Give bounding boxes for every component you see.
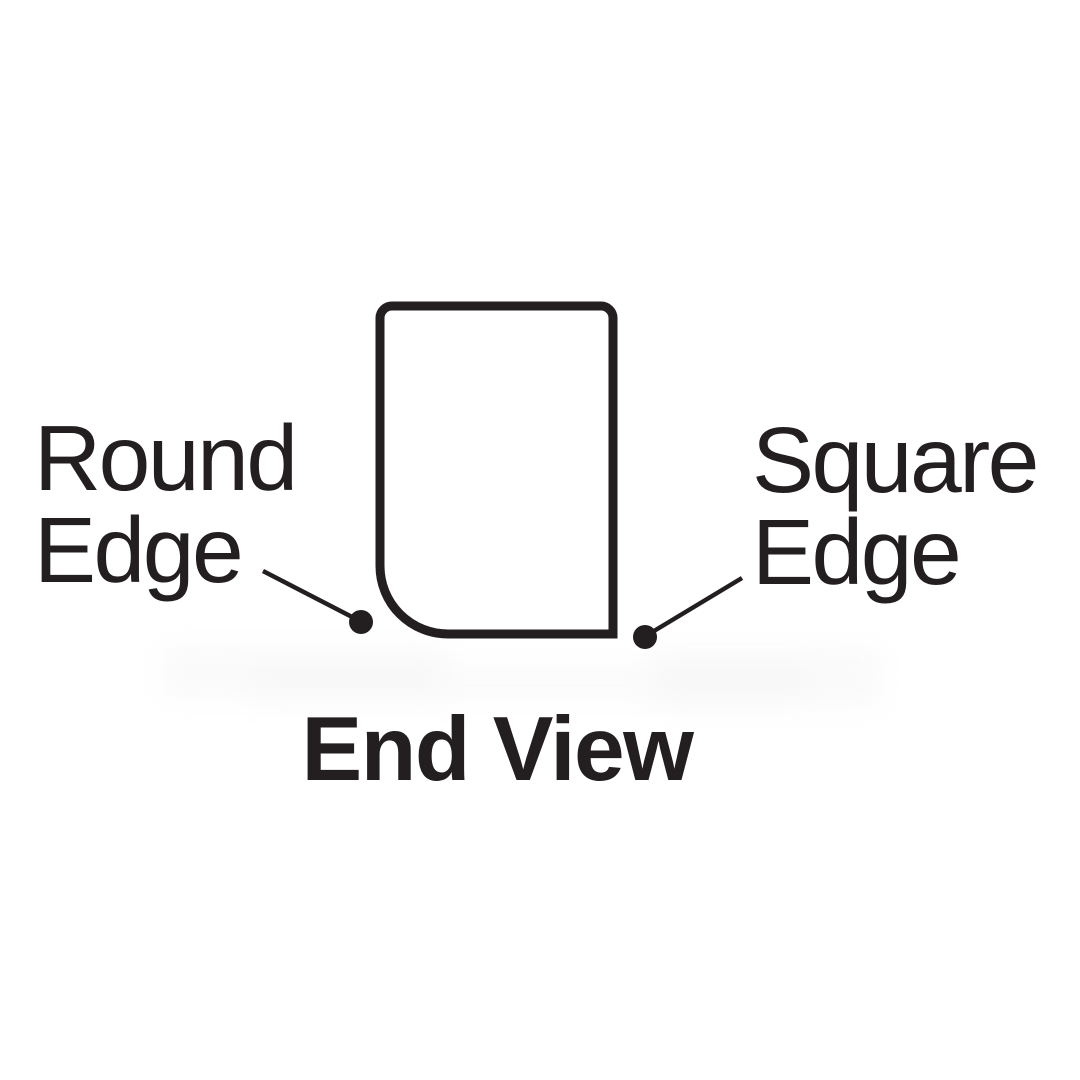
square-edge-label: Square Edge [752, 408, 1039, 605]
background-artifact [250, 670, 810, 696]
round-edge-dot [349, 610, 373, 634]
round-edge-leader-line [261, 569, 358, 621]
square-edge-dot [633, 625, 657, 649]
diagram-title: End View [301, 699, 694, 800]
square-edge-leader-line [647, 576, 744, 636]
board-profile-outline [375, 301, 618, 639]
round-edge-label: Round Edge [34, 406, 298, 603]
